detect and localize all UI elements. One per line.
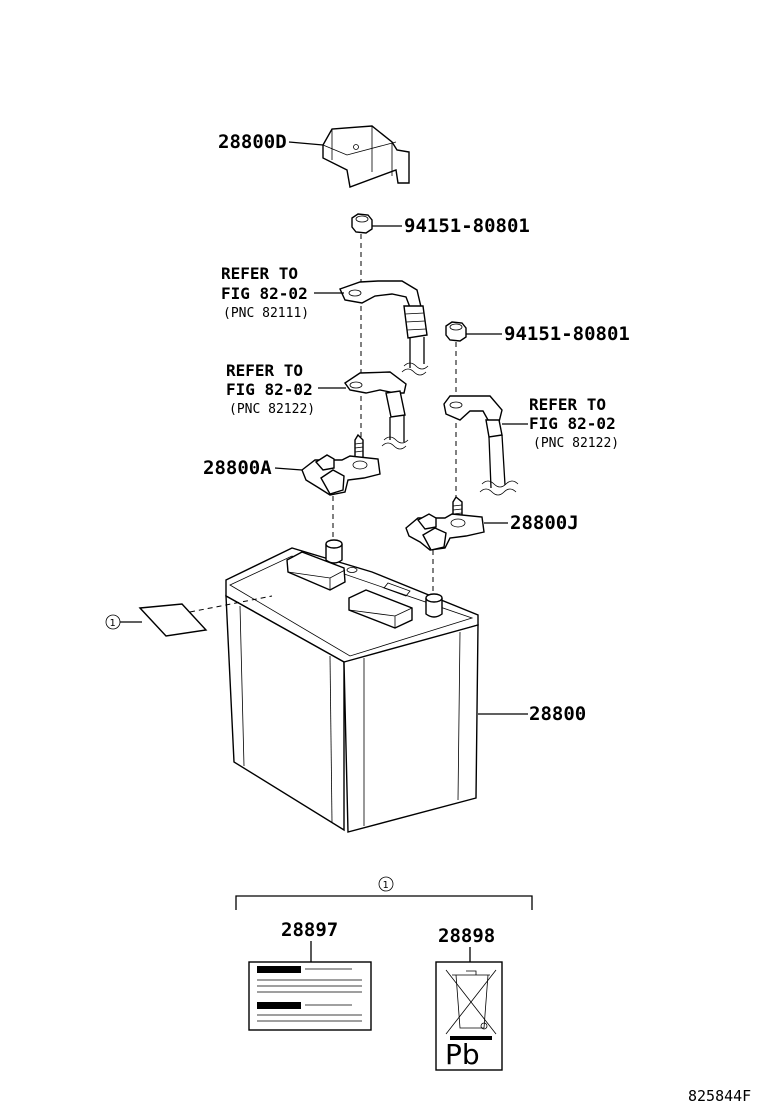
recycle-label[interactable]: Pb <box>435 961 503 1071</box>
ref1-line3: (PNC 82111) <box>223 306 309 321</box>
ref1-line1: REFER TO <box>221 264 298 283</box>
caution-label[interactable] <box>248 961 372 1031</box>
negative-cable <box>443 395 519 496</box>
negative-terminal[interactable] <box>405 495 485 551</box>
label-28897[interactable]: 28897 <box>281 919 338 941</box>
crossed-bin-icon <box>445 969 497 1040</box>
positive-terminal[interactable] <box>301 433 381 496</box>
label-28800d[interactable]: 28800D <box>218 131 287 153</box>
pb-symbol: Pb <box>445 1038 480 1071</box>
callout-bracket <box>235 895 533 910</box>
ref2-line1: REFER TO <box>226 361 303 380</box>
terminal-cover[interactable] <box>322 125 410 188</box>
ref2-line3: (PNC 82122) <box>229 402 315 417</box>
label-94151-80801-right[interactable]: 94151-80801 <box>504 323 630 345</box>
ref1-line2[interactable]: FIG 82-02 <box>221 284 308 303</box>
label-28800a[interactable]: 28800A <box>203 457 272 479</box>
label-94151-80801-upper[interactable]: 94151-80801 <box>404 215 530 237</box>
positive-cable <box>339 280 429 376</box>
nut-upper[interactable] <box>351 213 373 234</box>
label-sticker[interactable] <box>138 603 208 637</box>
label-28800j[interactable]: 28800J <box>510 512 579 534</box>
callout-1-bottom-circle <box>378 876 394 892</box>
ref3-line3: (PNC 82122) <box>533 436 619 451</box>
figure-id: 825844F <box>688 1087 751 1105</box>
ref2-line2[interactable]: FIG 82-02 <box>226 380 313 399</box>
battery[interactable] <box>225 539 479 833</box>
callout-1-circle <box>105 614 121 630</box>
ref3-line2[interactable]: FIG 82-02 <box>529 414 616 433</box>
positive-cable-branch <box>344 371 409 450</box>
ref3-line1: REFER TO <box>529 395 606 414</box>
sticker-dash <box>189 595 273 613</box>
leader-cover <box>288 141 324 146</box>
leader-28800a <box>274 467 303 471</box>
label-28898[interactable]: 28898 <box>438 925 495 947</box>
nut-right[interactable] <box>445 321 467 342</box>
callout-1-number: 1 <box>110 618 116 629</box>
callout-1-bottom-number: 1 <box>383 880 389 891</box>
label-28800[interactable]: 28800 <box>529 703 586 725</box>
